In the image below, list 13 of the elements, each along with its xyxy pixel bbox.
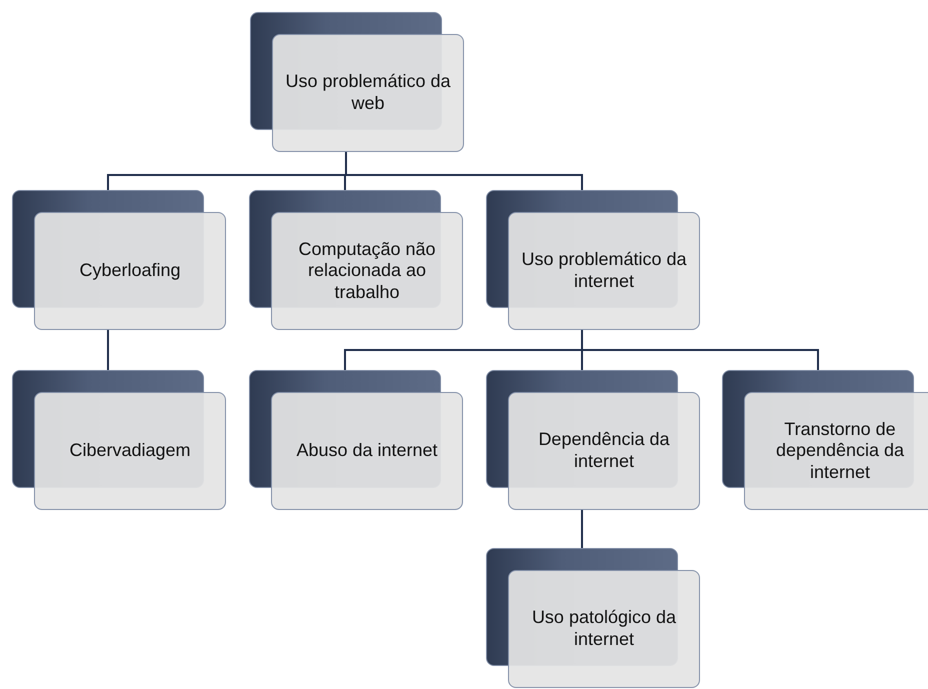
card-text: Uso problemático da web xyxy=(284,71,452,115)
card-text: Computação não relacionada ao trabalho xyxy=(297,238,437,304)
card-text: Cyberloafing xyxy=(79,260,181,282)
card-text: Abuso da internet xyxy=(296,440,438,462)
card-text: Dependência da internet xyxy=(537,429,671,473)
connector-line xyxy=(581,330,819,370)
card-text: Cibervadiagem xyxy=(69,440,191,462)
connector-line xyxy=(345,152,583,190)
connector-line xyxy=(581,510,583,548)
connector-line xyxy=(107,330,109,370)
card-text: Uso problemático da internet xyxy=(520,249,688,293)
card-text: Transtorno de dependência da internet xyxy=(774,418,906,484)
card-text: Uso patológico da internet xyxy=(530,607,678,651)
